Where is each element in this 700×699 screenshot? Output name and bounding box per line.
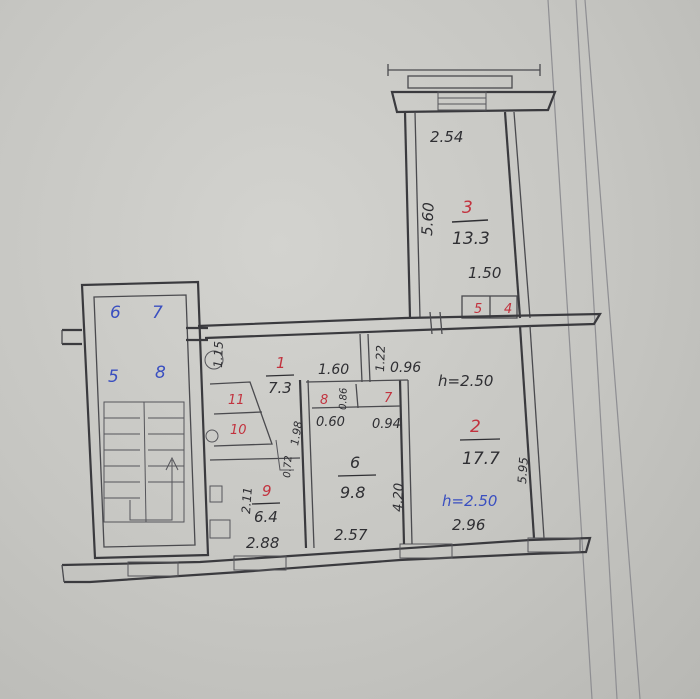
dimension-label: 2.54	[430, 128, 463, 146]
balcony	[387, 64, 557, 114]
dimension-label: 2.57	[334, 526, 368, 544]
room-number: 11	[228, 393, 245, 408]
ceiling-height: h=2.50	[442, 492, 497, 510]
dimension-label: 0.86	[338, 387, 350, 410]
stair-number: 7	[152, 303, 163, 323]
room-number: 8	[320, 393, 328, 408]
margin-line	[584, 0, 641, 699]
room-area: 7.3	[268, 379, 292, 397]
margin-line	[575, 0, 618, 699]
dimension-label: 1.98	[288, 420, 305, 446]
margin-line	[547, 0, 593, 699]
room-area: 17.7	[462, 449, 500, 469]
dimension-label: 0.72	[282, 455, 295, 478]
dimension-label: 5.60	[418, 202, 438, 236]
dimension-label: 5.95	[515, 457, 531, 485]
room-number: 1	[276, 354, 286, 372]
room-number: 7	[384, 391, 393, 406]
room-area: 13.3	[452, 229, 490, 249]
stairwell	[61, 280, 210, 560]
dimension-label: 1.15	[211, 341, 226, 368]
dimension-label: 0.96	[390, 360, 421, 376]
ceiling-height: h=2.50	[438, 372, 493, 390]
dimension-label: 2.88	[246, 534, 279, 552]
apartment-walls	[61, 311, 602, 584]
dimension-label: 2.11	[239, 487, 255, 515]
room-number: 6	[350, 453, 360, 472]
room-number: 3	[462, 198, 473, 218]
room-number: 5	[474, 302, 482, 317]
room-area: 6.4	[254, 508, 278, 526]
room-3-outline	[403, 111, 531, 319]
room-number: 4	[504, 302, 512, 317]
dimension-label: 2.96	[452, 516, 485, 534]
stair-number: 5	[108, 367, 119, 387]
room-number: 10	[230, 423, 247, 438]
room-number: 9	[262, 482, 272, 500]
dimension-label: 1.50	[468, 264, 501, 282]
room-area: 9.8	[340, 483, 365, 502]
dimension-label: 1.60	[318, 362, 349, 378]
dimension-label: 0.60	[316, 415, 345, 430]
dimension-label: 4.20	[391, 483, 407, 512]
dimension-label: 1.22	[373, 345, 388, 372]
stair-number: 8	[155, 363, 166, 383]
dimension-label: 0.94	[372, 417, 401, 432]
room-number: 2	[470, 417, 481, 437]
stair-number: 6	[110, 303, 121, 323]
